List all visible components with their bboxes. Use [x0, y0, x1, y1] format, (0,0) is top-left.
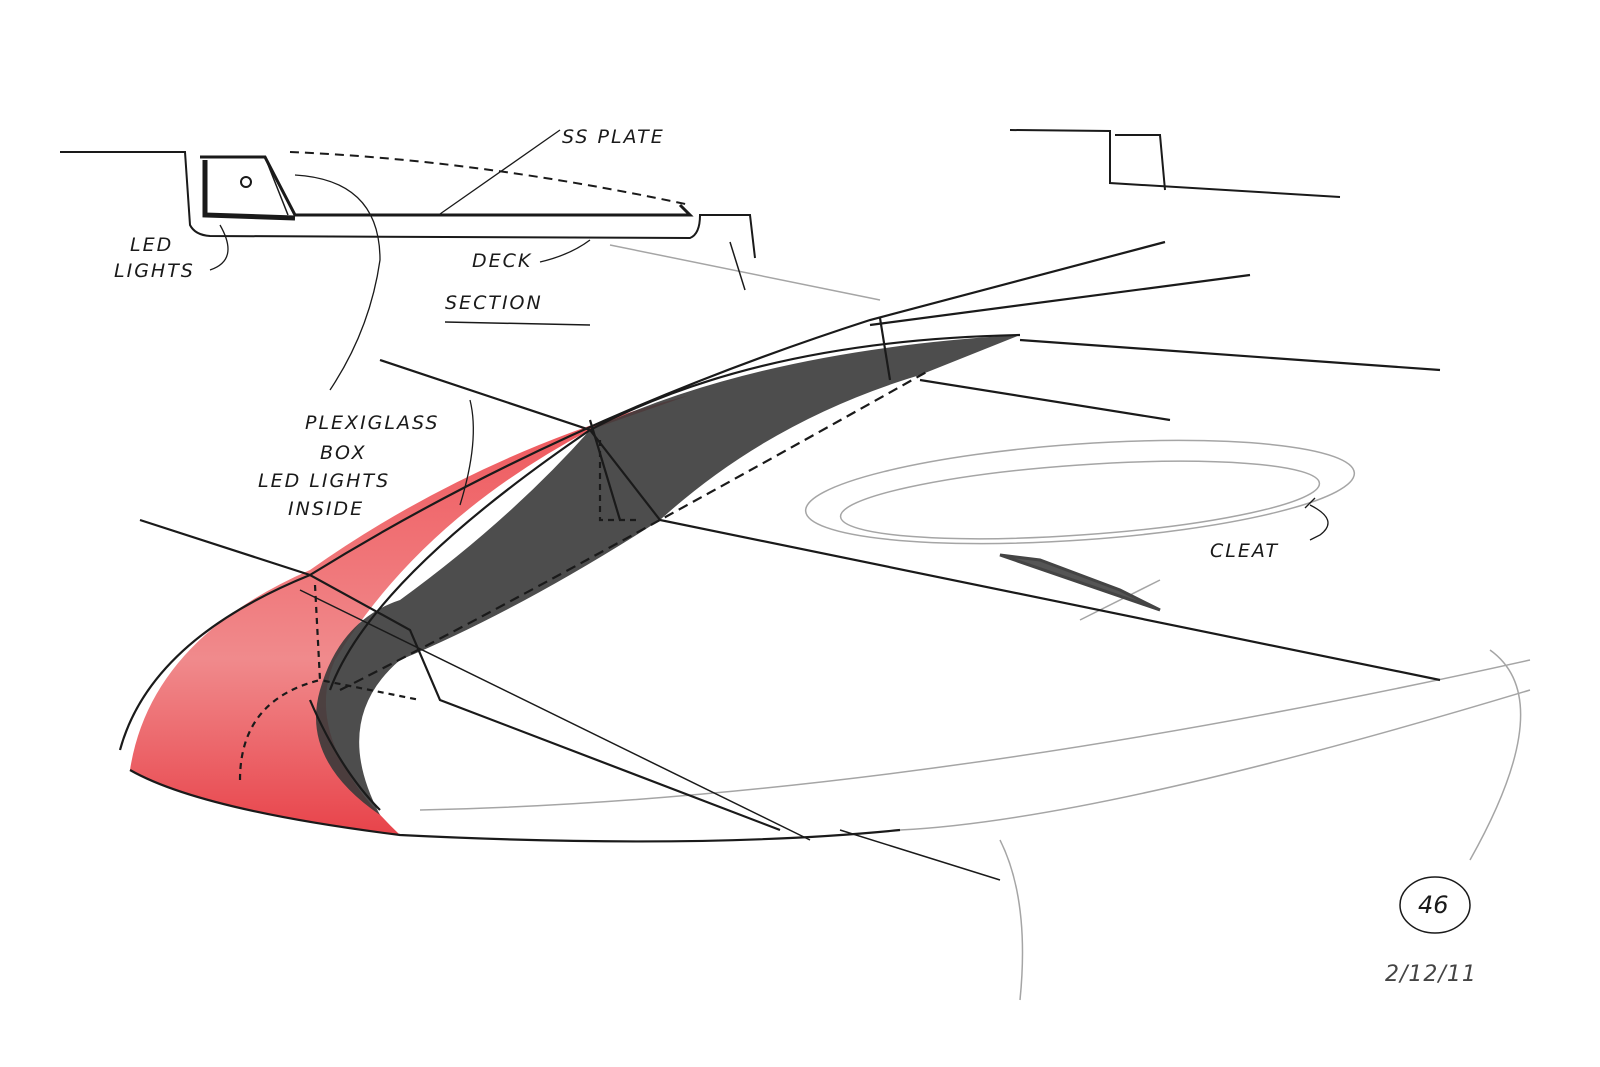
plexiglass-red-fill	[130, 395, 690, 835]
label-ss-plate: SS PLATE	[562, 126, 665, 148]
label-box: BOX	[320, 442, 367, 464]
deck-section-drawing	[60, 129, 1471, 934]
page-number: 46	[1418, 891, 1449, 919]
label-led-lights-inside: LED LIGHTS	[258, 470, 391, 492]
ink-lines	[118, 240, 1441, 881]
pencil-lines	[419, 244, 1531, 1001]
charcoal-band	[316, 335, 1020, 815]
sketch-date: 2/12/11	[1385, 962, 1477, 987]
cleat-shadow	[999, 553, 1161, 612]
label-deck: DECK	[472, 250, 533, 272]
label-led-lights-line2: LIGHTS	[114, 260, 195, 282]
label-section: SECTION	[445, 292, 543, 314]
label-plexiglass: PLEXIGLASS	[305, 412, 440, 434]
label-cleat: CLEAT	[1210, 540, 1280, 562]
label-inside: INSIDE	[288, 498, 365, 520]
label-led-lights-line1: LED	[130, 234, 174, 256]
